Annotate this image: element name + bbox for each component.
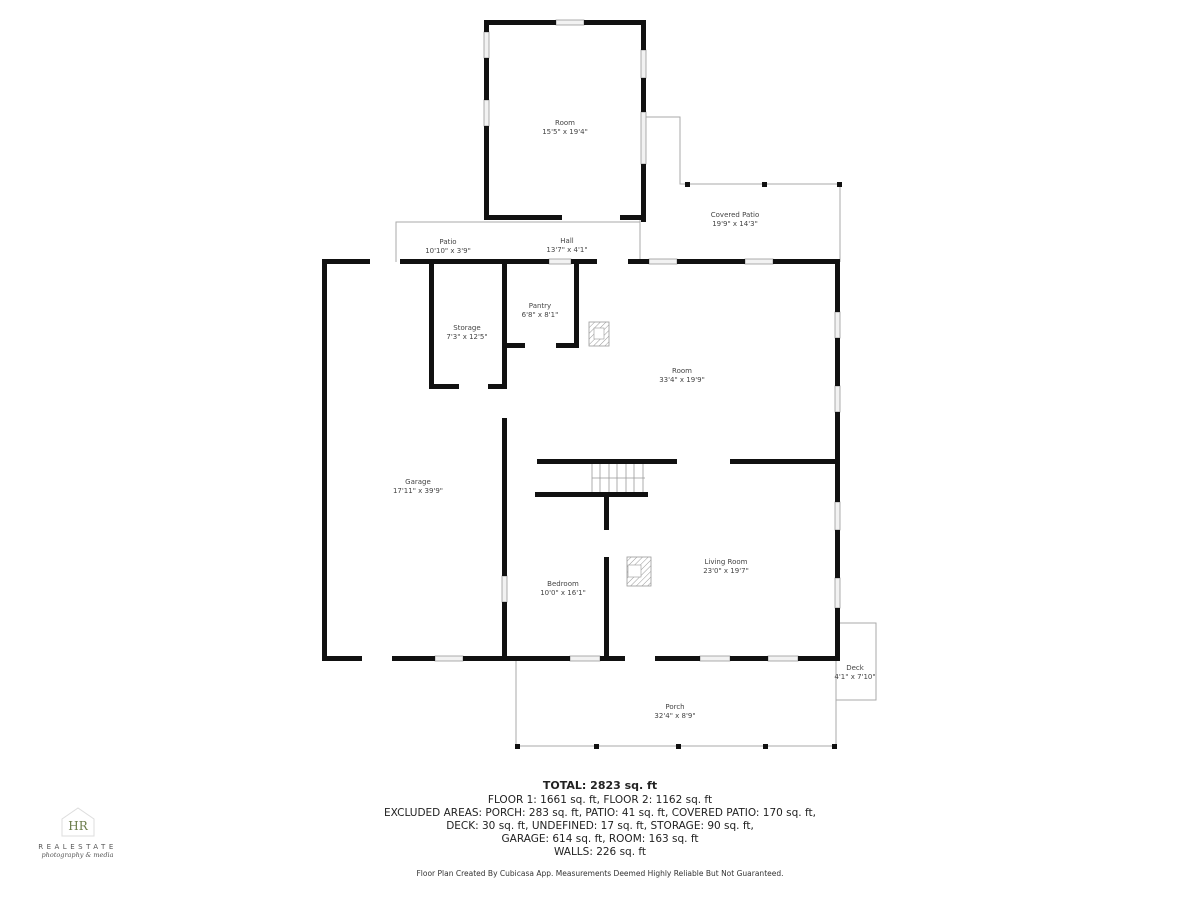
company-logo: HR REALESTATE photography & media bbox=[30, 805, 125, 865]
patio-name: Patio bbox=[439, 238, 456, 246]
room-main-name: Room bbox=[672, 367, 692, 375]
outdoor-outlines bbox=[395, 116, 877, 747]
room-main-dims: 33'4" x 19'9" bbox=[659, 376, 705, 384]
hall-name: Hall bbox=[560, 237, 573, 245]
deck-name: Deck bbox=[846, 664, 865, 672]
excluded-areas-1: EXCLUDED AREAS: PORCH: 283 sq. ft, PATIO… bbox=[384, 807, 816, 819]
pantry-name: Pantry bbox=[529, 302, 551, 310]
walls-area: WALLS: 226 sq. ft bbox=[553, 846, 647, 858]
porch-name: Porch bbox=[665, 703, 684, 711]
total-area: TOTAL: 2823 sq. ft bbox=[542, 779, 658, 792]
storage-dims: 7'3" x 12'5" bbox=[446, 333, 487, 341]
bedroom-name: Bedroom bbox=[547, 580, 579, 588]
covered-patio-dims: 19'9" x 14'3" bbox=[712, 220, 758, 228]
staircase bbox=[591, 464, 645, 492]
posts bbox=[515, 182, 842, 749]
bedroom-dims: 10'0" x 16'1" bbox=[540, 589, 586, 597]
garage-name: Garage bbox=[405, 478, 431, 486]
deck-dims: 4'1" x 7'10" bbox=[834, 673, 875, 681]
patio-dims: 10'10" x 3'9" bbox=[425, 247, 471, 255]
living-room-dims: 23'0" x 19'7" bbox=[703, 567, 749, 575]
walls bbox=[322, 20, 840, 661]
storage-name: Storage bbox=[453, 324, 480, 332]
room-upper-name: Room bbox=[555, 119, 575, 127]
logo-monogram: HR bbox=[68, 819, 88, 833]
covered-patio-outline bbox=[645, 116, 841, 262]
floor-areas: FLOOR 1: 1661 sq. ft, FLOOR 2: 1162 sq. … bbox=[487, 794, 713, 806]
hall-dims: 13'7" x 4'1" bbox=[546, 246, 587, 254]
porch-dims: 32'4" x 8'9" bbox=[654, 712, 695, 720]
logo-wordmark: REALESTATE bbox=[38, 843, 117, 851]
room-upper-dims: 15'5" x 19'4" bbox=[542, 128, 588, 136]
covered-patio-name: Covered Patio bbox=[711, 211, 760, 219]
deck-outline bbox=[836, 622, 877, 701]
pantry-dims: 6'8" x 8'1" bbox=[522, 311, 559, 319]
house-icon: HR bbox=[61, 807, 94, 837]
excluded-areas-3: GARAGE: 614 sq. ft, ROOM: 163 sq. ft bbox=[501, 833, 699, 845]
disclaimer: Floor Plan Created By Cubicasa App. Meas… bbox=[416, 869, 784, 878]
patio-outline bbox=[395, 221, 500, 262]
garage-dims: 17'11" x 39'9" bbox=[393, 487, 443, 495]
logo-tagline: photography & media bbox=[41, 851, 114, 859]
living-room-name: Living Room bbox=[705, 558, 748, 566]
excluded-areas-2: DECK: 30 sq. ft, UNDEFINED: 17 sq. ft, S… bbox=[446, 820, 754, 832]
room-labels: Room 15'5" x 19'4" Covered Patio 19'9" x… bbox=[393, 119, 876, 720]
